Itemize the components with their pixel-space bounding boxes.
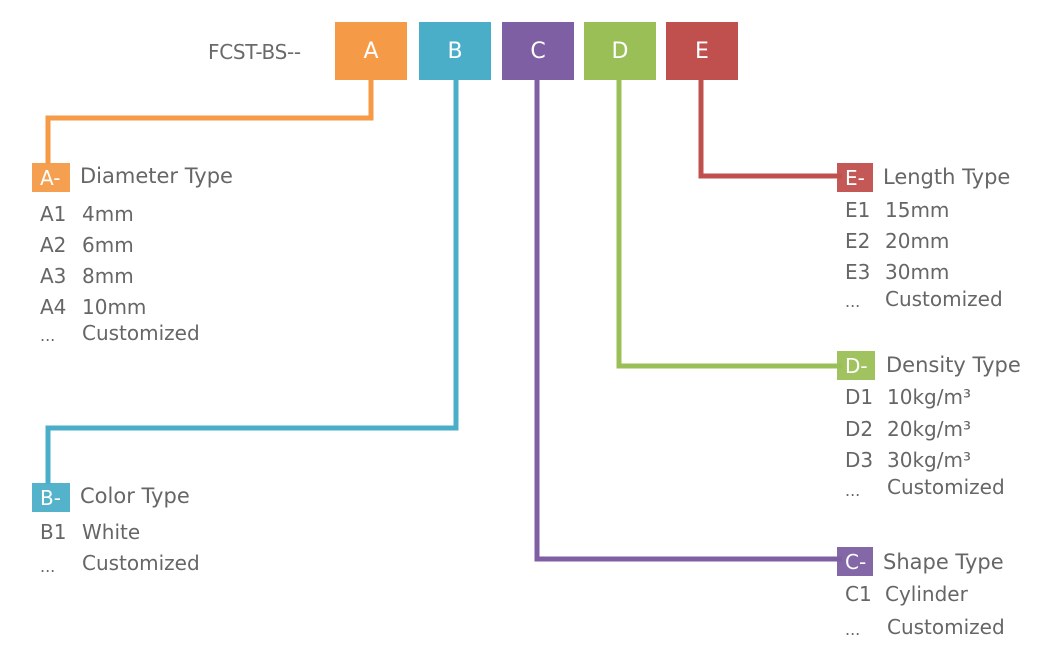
group-a-badge: A-: [32, 163, 70, 192]
group-e-title: Length Type: [883, 165, 1011, 189]
group-d-badge: D-: [837, 351, 875, 380]
group-d-value: 10kg/m³: [887, 385, 971, 409]
group-d-value: 20kg/m³: [887, 417, 971, 441]
group-d-code: D2: [845, 417, 874, 441]
connector-a: [45, 80, 374, 164]
group-b-title: Color Type: [80, 484, 190, 508]
group-c-badge: C-: [837, 547, 873, 576]
model-prefix: FCST-BS--: [208, 40, 301, 64]
group-c-value: Customized: [887, 615, 1005, 639]
group-a-value: 10mm: [82, 295, 147, 319]
group-e-code: ...: [845, 292, 861, 311]
group-a-code: A2: [40, 233, 67, 257]
group-d-code: D3: [845, 448, 874, 472]
group-a-value: 4mm: [82, 202, 134, 226]
group-a-code: A3: [40, 264, 67, 288]
connector-c: [534, 80, 842, 562]
group-c-code: C1: [845, 582, 872, 606]
group-e-code: E1: [845, 198, 871, 222]
group-a-value: 8mm: [82, 264, 134, 288]
group-e-value: 15mm: [885, 198, 950, 222]
group-e-value: 20mm: [885, 229, 950, 253]
group-a-code: A1: [40, 202, 67, 226]
group-a-code: A4: [40, 295, 67, 319]
segment-box-b: B: [419, 22, 491, 80]
group-b-code: ...: [40, 557, 56, 576]
connector-e: [698, 80, 842, 179]
group-b-badge: B-: [32, 483, 70, 512]
group-c-title: Shape Type: [883, 550, 1004, 574]
group-b-value: Customized: [82, 551, 200, 575]
segment-box-a: A: [335, 22, 407, 80]
group-b-code: B1: [40, 520, 67, 544]
group-a-value: Customized: [82, 321, 200, 345]
group-c-value: Cylinder: [885, 582, 968, 606]
group-e-value: 30mm: [885, 260, 950, 284]
group-d-value: 30kg/m³: [887, 448, 971, 472]
group-b-value: White: [82, 520, 141, 544]
connector-b: [45, 80, 459, 484]
group-e-code: E3: [845, 260, 871, 284]
segment-box-d: D: [584, 22, 656, 80]
segment-box-c: C: [502, 22, 574, 80]
group-d-code: D1: [845, 385, 874, 409]
group-d-code: ...: [845, 481, 861, 500]
group-a-title: Diameter Type: [80, 164, 233, 188]
group-e-code: E2: [845, 229, 871, 253]
connector-d: [616, 80, 842, 369]
segment-box-e: E: [666, 22, 738, 80]
group-e-badge: E-: [837, 163, 873, 192]
group-a-code: ...: [40, 326, 56, 345]
group-e-value: Customized: [885, 287, 1003, 311]
group-c-code: ...: [845, 620, 861, 639]
group-a-value: 6mm: [82, 233, 134, 257]
group-d-value: Customized: [887, 475, 1005, 499]
group-d-title: Density Type: [886, 353, 1021, 377]
